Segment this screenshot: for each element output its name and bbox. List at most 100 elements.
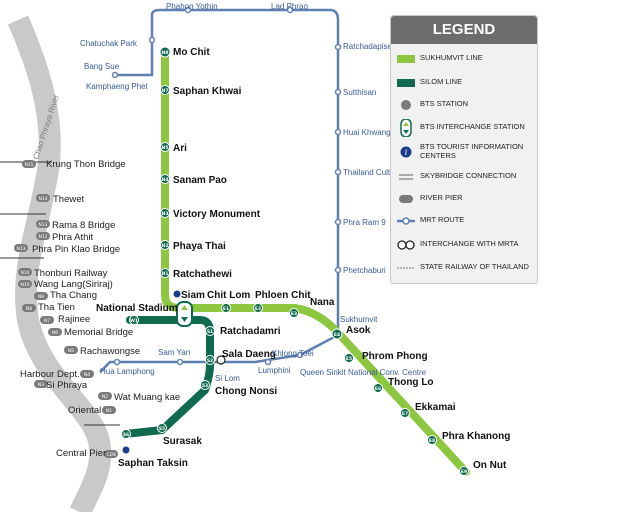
code-n3: N3 xyxy=(162,211,169,217)
station-phloen-chit[interactable] xyxy=(253,303,263,313)
station-nana[interactable] xyxy=(289,308,299,318)
station-ekkamai[interactable] xyxy=(400,408,410,418)
station-phrom-phong[interactable] xyxy=(344,353,354,363)
station-ari[interactable] xyxy=(160,142,170,152)
mrt-kamphaeng-phet: Kamphaeng Phet xyxy=(86,82,149,91)
label-saphan-taksin: Saphan Taksin xyxy=(118,458,188,469)
label-phloen-chit: Phloen Chit xyxy=(255,290,311,301)
legend-item-interchange: BTS INTERCHANGE STATION xyxy=(397,119,535,137)
station-chong-nonsi[interactable] xyxy=(200,380,210,390)
skybridge-icon xyxy=(399,174,413,180)
legend-item-info: i BTS TOURIST INFORMATION CENTERS xyxy=(397,142,535,165)
mrt-route-icon xyxy=(397,217,415,225)
mrt-si-lom: Si Lom xyxy=(215,374,240,383)
code-e7: E7 xyxy=(402,411,408,417)
railway-icon xyxy=(397,267,415,269)
svg-text:Phra Athit: Phra Athit xyxy=(52,232,94,243)
label-national-stadium: National Stadium xyxy=(96,303,178,314)
svg-text:Harbour Dept.: Harbour Dept. xyxy=(20,369,80,380)
station-saphan-taksin[interactable] xyxy=(121,429,131,439)
code-e9: E9 xyxy=(461,469,467,475)
station-phra-khanong[interactable] xyxy=(427,435,437,445)
station-siam-interchange[interactable] xyxy=(176,301,193,327)
station-on-nut[interactable] xyxy=(459,466,469,476)
label-ratchathewi: Ratchathewi xyxy=(173,269,232,280)
label-victory-monument: Victory Monument xyxy=(173,209,261,220)
mrt-sukhumvit: Sukhumvit xyxy=(340,315,378,324)
label-on-nut: On Nut xyxy=(473,460,507,471)
code-e1: E1 xyxy=(223,306,229,312)
mrt-lad-phrao: Lad Phrao xyxy=(271,2,308,11)
code-n1: N1 xyxy=(162,271,169,277)
legend-item-mrta-interchange: INTERCHANGE WITH MRTA xyxy=(397,236,535,254)
station-sala-daeng[interactable] xyxy=(205,355,215,365)
code-n2: N2 xyxy=(162,243,169,249)
label-chong-nonsi: Chong Nonsi xyxy=(215,386,277,397)
code-n8: N8 xyxy=(162,50,169,56)
code-e8: E8 xyxy=(429,438,435,444)
svg-text:N15: N15 xyxy=(24,162,33,168)
svg-text:N7: N7 xyxy=(44,318,50,324)
mrt-hua-lamphong: Hua Lamphong xyxy=(100,367,155,376)
station-surasak[interactable] xyxy=(157,423,167,433)
station-victory-monument[interactable] xyxy=(160,208,170,218)
silom-stations: W1 National Stadium S1 Ratchadamri S2 Sa… xyxy=(96,303,281,469)
station-ratchathewi[interactable] xyxy=(160,268,170,278)
svg-text:Wang Lang(Siriraj): Wang Lang(Siriraj) xyxy=(34,279,113,290)
code-e6: E6 xyxy=(375,386,381,392)
mrt-khlong-toei: Khlong Toei xyxy=(272,349,314,358)
station-saphan-khwai[interactable] xyxy=(160,85,170,95)
svg-text:N10: N10 xyxy=(20,270,29,276)
code-s3: S3 xyxy=(202,383,208,389)
svg-text:i: i xyxy=(405,148,408,157)
svg-text:Rachawongse: Rachawongse xyxy=(80,346,140,357)
svg-text:N3: N3 xyxy=(38,382,44,388)
chao-phraya-river xyxy=(7,15,112,512)
station-national-stadium[interactable] xyxy=(129,315,139,325)
station-phaya-thai[interactable] xyxy=(160,240,170,250)
svg-text:CEN: CEN xyxy=(106,452,115,458)
legend-item-station: BTS STATION xyxy=(397,96,535,114)
code-s1: S1 xyxy=(207,329,213,335)
svg-text:Central Pier: Central Pier xyxy=(56,448,106,459)
svg-text:Rama 8 Bridge: Rama 8 Bridge xyxy=(52,220,115,231)
code-e5: E5 xyxy=(346,356,352,362)
mrt-lumphini: Lumphini xyxy=(258,366,291,375)
pier-icon xyxy=(399,195,413,203)
green-line-icon xyxy=(397,55,415,63)
mrt-sutthisan: Sutthisan xyxy=(343,88,376,97)
station-sanam-pao[interactable] xyxy=(160,174,170,184)
code-n7: N7 xyxy=(162,88,169,94)
code-e4: E4 xyxy=(334,332,340,338)
station-ratchadamri[interactable] xyxy=(205,326,215,336)
code-e2: E2 xyxy=(255,306,261,312)
mrt-phra-ram-9: Phra Ram 9 xyxy=(343,218,386,227)
station-mo-chit[interactable] xyxy=(159,46,171,58)
mrt-qsncc: Queen Sirikit National Conv. Centre xyxy=(300,368,427,377)
svg-text:N14: N14 xyxy=(38,196,47,202)
mrt-huai-khwang: Huai Khwang xyxy=(343,128,391,137)
svg-text:N2: N2 xyxy=(102,394,108,400)
legend-item-skybridge: SKYBRIDGE CONNECTION xyxy=(397,168,535,186)
svg-text:Thonburi Railway: Thonburi Railway xyxy=(34,268,108,279)
legend-item-silom: SILOM LINE xyxy=(397,74,535,92)
svg-text:N1: N1 xyxy=(106,408,112,414)
label-thong-lo: Thong Lo xyxy=(388,377,434,388)
svg-text:Tha Chang: Tha Chang xyxy=(50,290,97,301)
pier-dividers xyxy=(0,161,120,426)
station-asok[interactable] xyxy=(331,328,343,340)
svg-text:Memorial Bridge: Memorial Bridge xyxy=(64,327,133,338)
station-thong-lo[interactable] xyxy=(373,383,383,393)
station-chit-lom[interactable] xyxy=(221,303,231,313)
code-e3: E3 xyxy=(291,311,297,317)
